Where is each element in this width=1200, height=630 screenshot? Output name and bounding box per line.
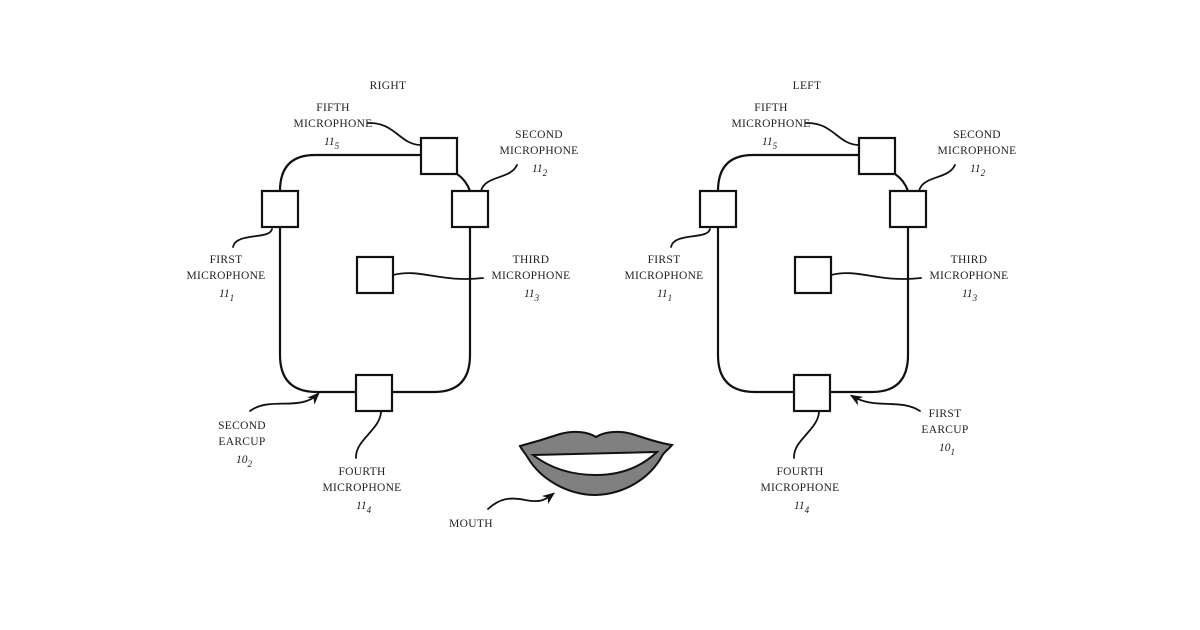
svg-text:115: 115 bbox=[762, 136, 778, 151]
side-label-left: LEFT bbox=[793, 80, 822, 92]
right-first-microphone bbox=[260, 189, 300, 229]
right-fourth-microphone bbox=[354, 373, 394, 413]
svg-text:112: 112 bbox=[970, 163, 986, 178]
left-third-microphone bbox=[793, 255, 833, 295]
svg-text:114: 114 bbox=[356, 500, 372, 515]
left-fifth-leader bbox=[805, 122, 860, 146]
left-fourth-leader bbox=[793, 411, 820, 459]
svg-text:FOURTH: FOURTH bbox=[776, 466, 823, 478]
svg-text:SECOND: SECOND bbox=[515, 129, 563, 141]
svg-text:MICROPHONE: MICROPHONE bbox=[624, 270, 703, 282]
right-third-microphone bbox=[355, 255, 395, 295]
side-label-right: RIGHT bbox=[370, 80, 407, 92]
right-second-leader bbox=[480, 164, 518, 192]
svg-text:SECOND: SECOND bbox=[218, 420, 266, 432]
mouth-arrow bbox=[487, 492, 556, 510]
svg-text:MICROPHONE: MICROPHONE bbox=[929, 270, 1008, 282]
label-right-fifth-microphone: FIFTH MICROPHONE 115 bbox=[293, 102, 372, 151]
right-fifth-microphone bbox=[419, 136, 459, 176]
right-earcup-arrow bbox=[249, 392, 320, 412]
svg-text:111: 111 bbox=[657, 288, 672, 303]
svg-text:102: 102 bbox=[236, 454, 253, 469]
left-third-leader bbox=[830, 272, 922, 280]
left-earcup-arrow bbox=[849, 394, 921, 412]
left-second-microphone bbox=[888, 189, 928, 229]
svg-text:MICROPHONE: MICROPHONE bbox=[293, 118, 372, 130]
svg-text:114: 114 bbox=[794, 500, 810, 515]
teeth bbox=[530, 450, 660, 477]
label-right-third-microphone: THIRD MICROPHONE 113 bbox=[491, 254, 570, 303]
label-right-first-microphone: FIRST MICROPHONE 111 bbox=[186, 254, 265, 303]
label-left-fifth-microphone: FIFTH MICROPHONE 115 bbox=[731, 102, 810, 151]
right-second-microphone bbox=[450, 189, 490, 229]
svg-text:111: 111 bbox=[219, 288, 234, 303]
right-fourth-leader bbox=[355, 411, 382, 459]
right-fifth-leader bbox=[367, 122, 422, 146]
svg-text:FIRST: FIRST bbox=[210, 254, 243, 266]
svg-text:MICROPHONE: MICROPHONE bbox=[186, 270, 265, 282]
svg-text:SECOND: SECOND bbox=[953, 129, 1001, 141]
left-first-microphone bbox=[698, 189, 738, 229]
svg-text:MICROPHONE: MICROPHONE bbox=[322, 482, 401, 494]
svg-text:EARCUP: EARCUP bbox=[921, 424, 968, 436]
label-left-third-microphone: THIRD MICROPHONE 113 bbox=[929, 254, 1008, 303]
left-earcup-group: LEFT FIFTH MICROPHONE 115 SECOND MICROPH… bbox=[624, 80, 1016, 515]
svg-text:MICROPHONE: MICROPHONE bbox=[491, 270, 570, 282]
svg-text:115: 115 bbox=[324, 136, 340, 151]
svg-text:FIFTH: FIFTH bbox=[754, 102, 787, 114]
left-fifth-microphone bbox=[857, 136, 897, 176]
label-left-second-microphone: SECOND MICROPHONE 112 bbox=[937, 129, 1016, 178]
svg-text:MICROPHONE: MICROPHONE bbox=[731, 118, 810, 130]
label-left-fourth-microphone: FOURTH MICROPHONE 114 bbox=[760, 466, 839, 515]
right-earcup-outline bbox=[278, 153, 472, 394]
svg-text:FIFTH: FIFTH bbox=[316, 102, 349, 114]
right-third-leader bbox=[392, 272, 484, 280]
svg-text:FIRST: FIRST bbox=[648, 254, 681, 266]
svg-text:112: 112 bbox=[532, 163, 548, 178]
label-first-earcup: FIRST EARCUP 101 bbox=[921, 408, 968, 457]
label-left-first-microphone: FIRST MICROPHONE 111 bbox=[624, 254, 703, 303]
label-right-fourth-microphone: FOURTH MICROPHONE 114 bbox=[322, 466, 401, 515]
svg-text:MICROPHONE: MICROPHONE bbox=[937, 145, 1016, 157]
svg-text:MICROPHONE: MICROPHONE bbox=[499, 145, 578, 157]
right-first-leader bbox=[232, 228, 273, 248]
right-earcup-group: RIGHT FIFTH MICROPHONE 115 SECOND MICROP… bbox=[186, 80, 578, 515]
svg-text:101: 101 bbox=[939, 442, 955, 457]
svg-text:THIRD: THIRD bbox=[951, 254, 988, 266]
label-second-earcup: SECOND EARCUP 102 bbox=[218, 420, 266, 469]
left-first-leader bbox=[670, 228, 711, 248]
svg-text:FOURTH: FOURTH bbox=[338, 466, 385, 478]
mouth-illustration: MOUTH bbox=[449, 430, 674, 530]
left-earcup-outline bbox=[716, 153, 910, 394]
mouth-label: MOUTH bbox=[449, 518, 493, 530]
label-right-second-microphone: SECOND MICROPHONE 112 bbox=[499, 129, 578, 178]
svg-text:113: 113 bbox=[524, 288, 540, 303]
svg-text:THIRD: THIRD bbox=[513, 254, 550, 266]
svg-text:EARCUP: EARCUP bbox=[218, 436, 265, 448]
svg-text:113: 113 bbox=[962, 288, 978, 303]
svg-text:MICROPHONE: MICROPHONE bbox=[760, 482, 839, 494]
left-second-leader bbox=[918, 164, 956, 192]
left-fourth-microphone bbox=[792, 373, 832, 413]
svg-text:FIRST: FIRST bbox=[929, 408, 962, 420]
